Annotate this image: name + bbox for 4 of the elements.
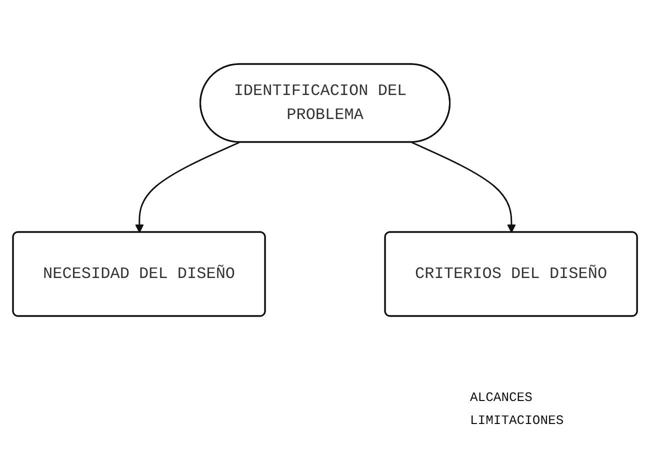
list-item: LIMITACIONES — [470, 413, 564, 428]
list-item: ALCANCES — [470, 390, 534, 405]
arrow — [135, 142, 240, 233]
arrow — [412, 142, 516, 233]
